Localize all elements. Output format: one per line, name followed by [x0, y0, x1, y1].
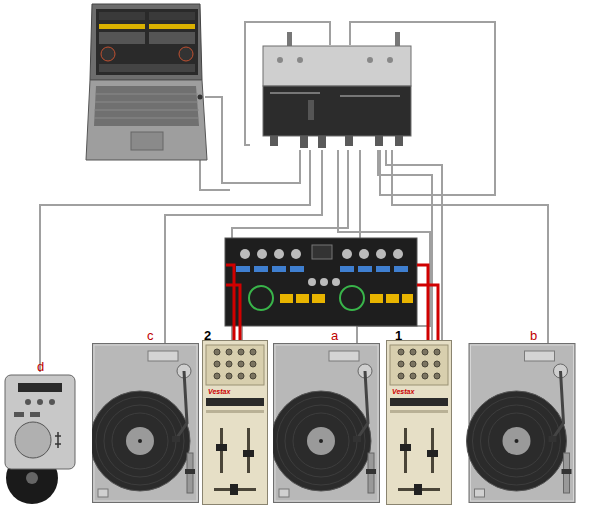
brand-name: Vestax [392, 388, 414, 395]
turntable-label: a [331, 329, 338, 342]
turntable [467, 344, 576, 503]
brand-name: Vestax [208, 388, 230, 395]
turntable [90, 344, 199, 503]
mixer [203, 341, 268, 505]
turntable-label: c [147, 329, 154, 342]
callout-number: 2 [204, 329, 211, 342]
callout-number: 1 [395, 329, 402, 342]
turntable-label: b [530, 329, 537, 342]
mixer [387, 341, 452, 505]
dj-controller [225, 238, 417, 326]
cd-player [5, 375, 75, 504]
player-label: d [37, 360, 44, 373]
turntable [271, 344, 380, 503]
laptop [86, 4, 207, 160]
audio-interface [263, 32, 411, 148]
